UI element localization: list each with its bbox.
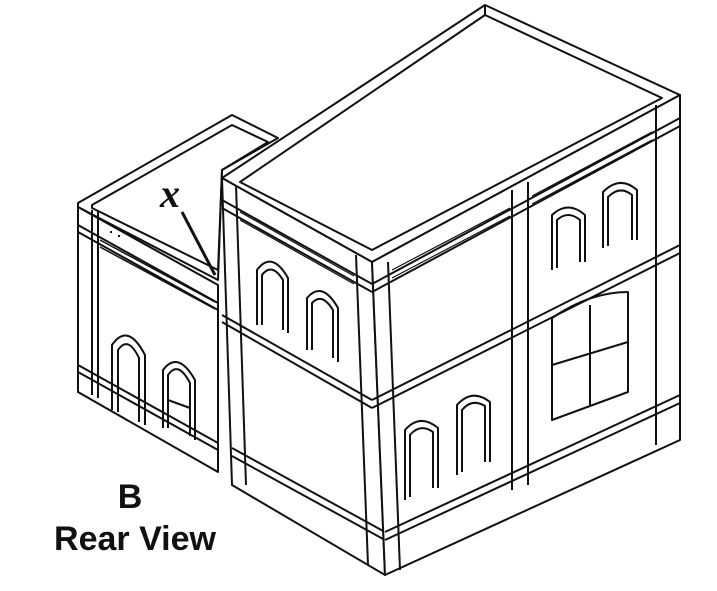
- view-letter: B: [117, 478, 143, 516]
- callout-label-x: x: [160, 171, 180, 216]
- view-title: Rear View: [54, 520, 216, 558]
- main-building: [221, 4, 681, 576]
- callout-leader-line: [180, 211, 217, 276]
- annex-building: [77, 114, 279, 473]
